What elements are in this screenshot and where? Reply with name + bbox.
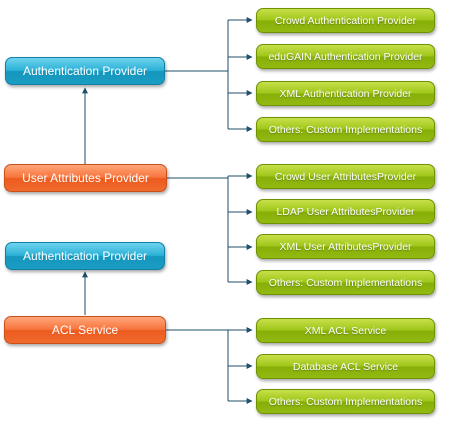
xml-authentication-provider-box: XML Authentication Provider: [256, 81, 435, 106]
impl-label: XML Authentication Provider: [279, 87, 412, 100]
user-attributes-provider-label: User Attributes Provider: [22, 171, 149, 185]
crowd-authentication-provider-box: Crowd Authentication Provider: [256, 8, 435, 33]
impl-label: LDAP User AttributesProvider: [276, 205, 415, 218]
authentication-provider-box-lower: Authentication Provider: [5, 242, 165, 270]
acl-service-box: ACL Service: [4, 316, 166, 344]
ldap-user-attributes-provider-box: LDAP User AttributesProvider: [256, 199, 435, 224]
impl-label: XML User AttributesProvider: [279, 240, 412, 253]
database-acl-service-box: Database ACL Service: [256, 354, 435, 379]
impl-label: eduGAIN Authentication Provider: [268, 50, 423, 63]
custom-auth-implementations-box: Others: Custom Implementations: [256, 117, 435, 142]
authentication-provider-lower-label: Authentication Provider: [22, 249, 148, 263]
impl-label: Crowd Authentication Provider: [274, 14, 417, 27]
crowd-user-attributes-provider-box: Crowd User AttributesProvider: [256, 164, 435, 189]
user-attributes-provider-box: User Attributes Provider: [4, 164, 167, 192]
custom-acl-implementations-box: Others: Custom Implementations: [256, 389, 435, 414]
impl-label: Others: Custom Implementations: [268, 395, 423, 408]
acl-service-label: ACL Service: [51, 323, 119, 337]
custom-attributes-implementations-box: Others: Custom Implementations: [256, 270, 435, 295]
impl-label: Others: Custom Implementations: [268, 123, 423, 136]
edugain-authentication-provider-box: eduGAIN Authentication Provider: [256, 44, 435, 69]
xml-user-attributes-provider-box: XML User AttributesProvider: [256, 234, 435, 259]
xml-acl-service-box: XML ACL Service: [256, 318, 435, 343]
impl-label: Database ACL Service: [292, 360, 399, 373]
impl-label: Others: Custom Implementations: [268, 276, 423, 289]
authentication-provider-box: Authentication Provider: [5, 57, 165, 85]
authentication-provider-label: Authentication Provider: [22, 64, 148, 78]
impl-label: XML ACL Service: [304, 324, 387, 337]
impl-label: Crowd User AttributesProvider: [274, 170, 417, 183]
